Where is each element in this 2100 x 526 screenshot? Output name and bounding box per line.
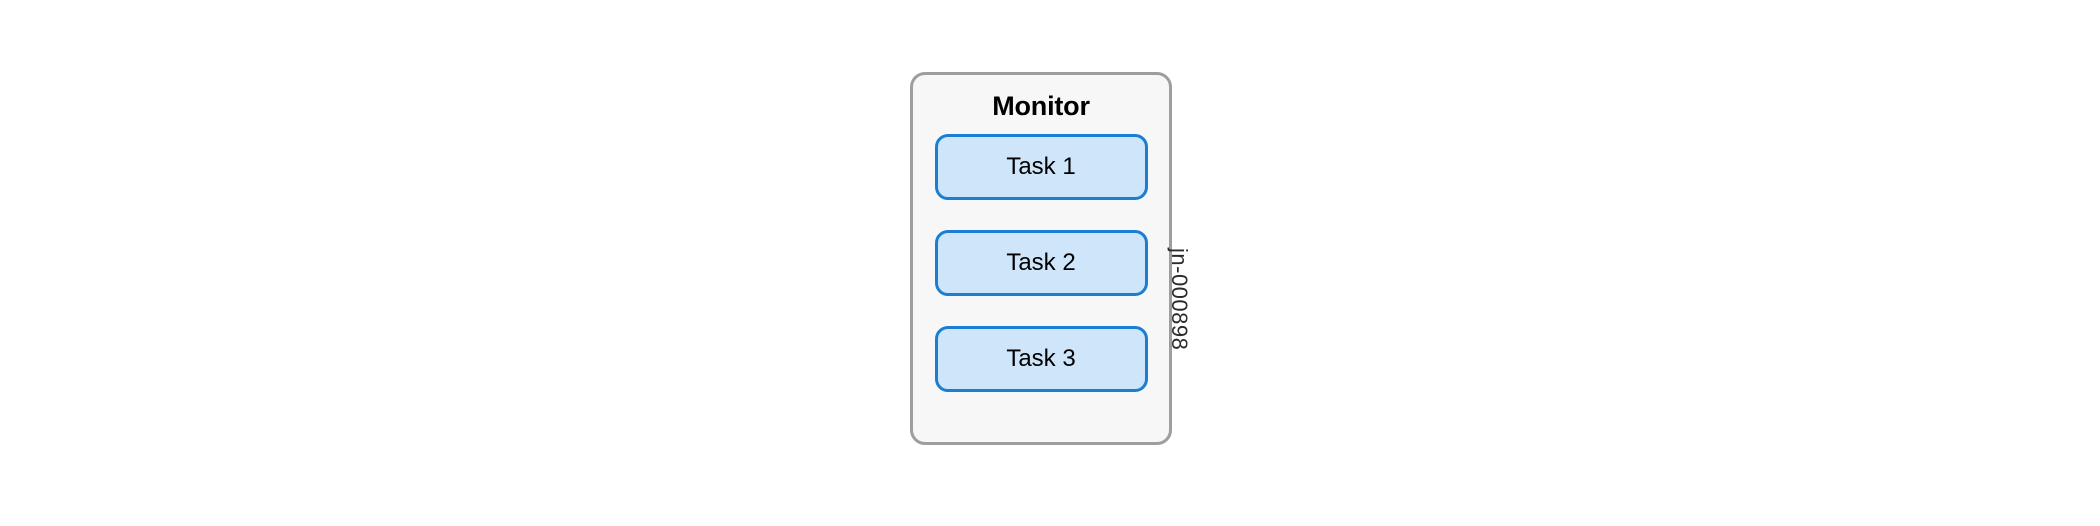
monitor-title: Monitor (992, 91, 1090, 121)
task-list: Task 1 Task 2 Task 3 (913, 134, 1169, 392)
task-box-1[interactable]: Task 1 (934, 134, 1148, 200)
watermark-label: jn-000898 (1167, 248, 1192, 351)
task-label-1: Task 1 (1006, 153, 1076, 180)
task-label-3: Task 3 (1006, 345, 1076, 372)
task-box-3[interactable]: Task 3 (934, 326, 1148, 392)
monitor-container: Monitor Task 1 Task 2 Task 3 (910, 72, 1172, 445)
task-label-2: Task 2 (1006, 249, 1076, 276)
task-box-2[interactable]: Task 2 (934, 230, 1148, 296)
